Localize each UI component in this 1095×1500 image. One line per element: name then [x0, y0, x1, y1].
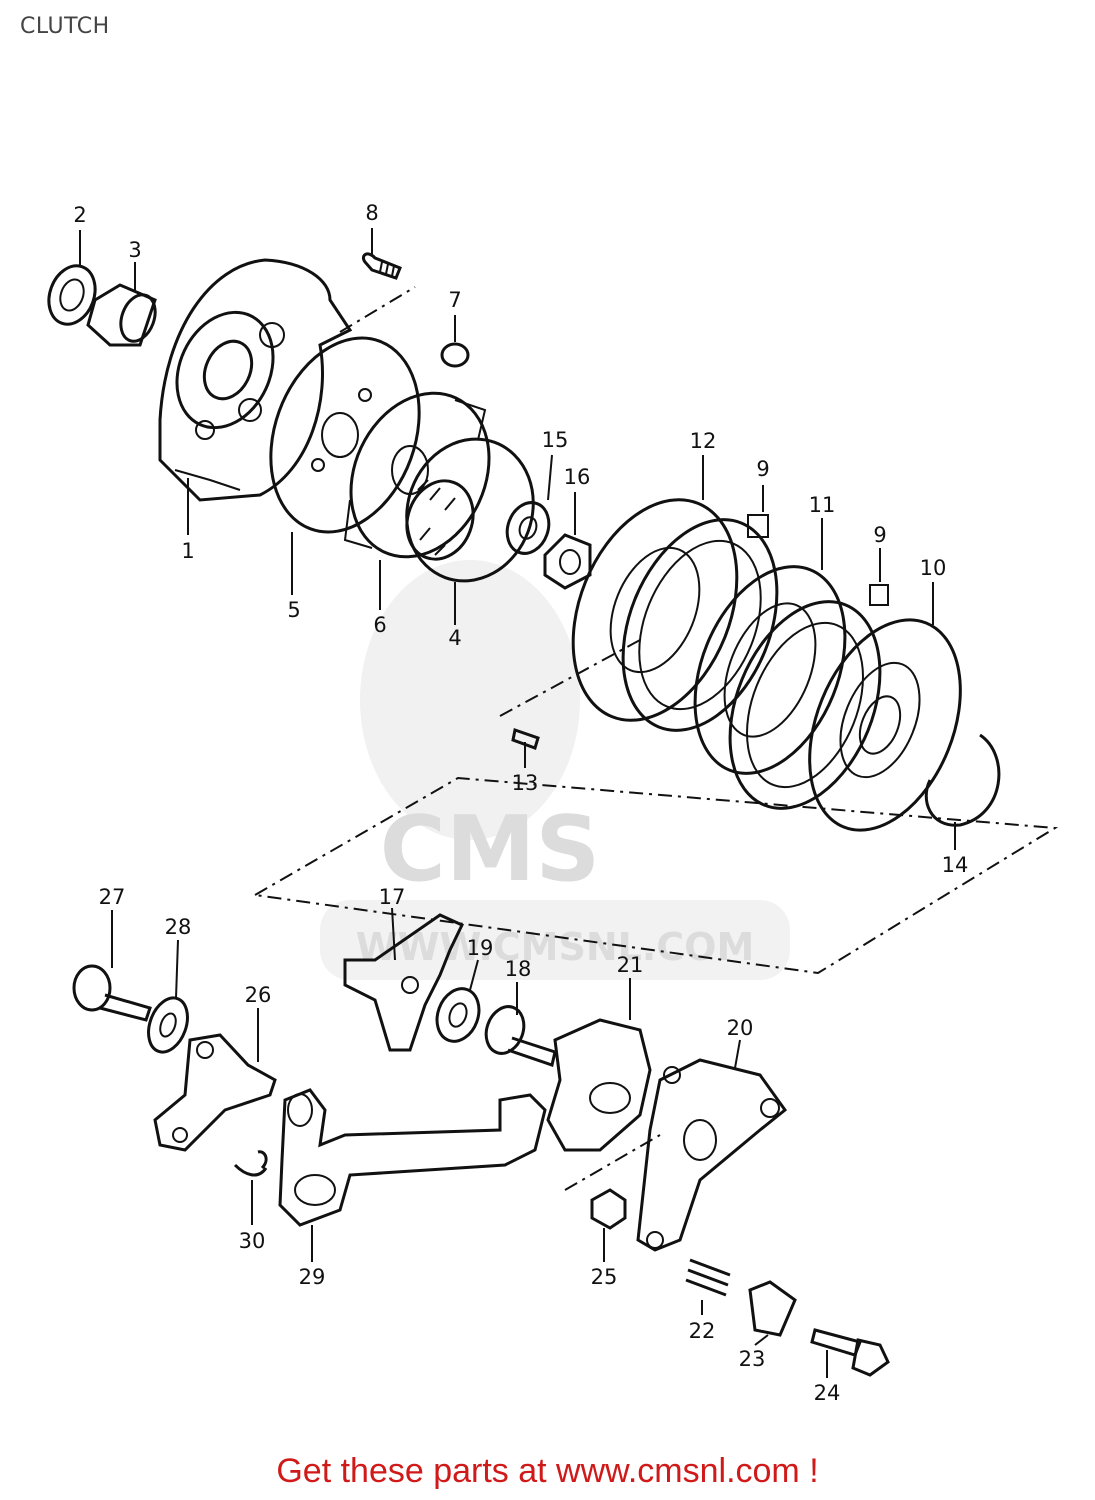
callout-9b: 9 [873, 523, 886, 547]
part-9-friction-plate-a [621, 514, 779, 732]
callout-2: 2 [73, 203, 86, 227]
part-4-sleeve-hub [405, 437, 535, 583]
part-13-spring [511, 728, 540, 750]
callout-13: 13 [512, 771, 539, 795]
callout-6: 6 [373, 613, 386, 637]
watermark-url-text: WWW.CMSNL.COM [356, 925, 755, 969]
watermark-logo-text: CMS [380, 797, 600, 902]
part-21-cam [546, 1018, 652, 1152]
callout-22: 22 [689, 1319, 716, 1343]
part-7-ball [440, 342, 470, 368]
callout-28: 28 [165, 915, 192, 939]
callout-25: 25 [591, 1265, 618, 1289]
part-10-pressure-plate [808, 618, 962, 832]
callout-18: 18 [505, 957, 532, 981]
part-30-clip [233, 1150, 268, 1177]
part-25-nut [590, 1188, 627, 1230]
callout-9a: 9 [756, 457, 769, 481]
part-27-bolt [72, 964, 152, 1022]
part-23-collar [748, 1280, 797, 1337]
callout-1: 1 [181, 539, 194, 563]
part-9-friction-plate-b [728, 584, 889, 810]
part-11-driven-plate [693, 565, 847, 775]
callout-20: 20 [727, 1016, 754, 1040]
callout-14: 14 [942, 853, 969, 877]
callout-12: 12 [690, 429, 717, 453]
callout-16: 16 [564, 465, 591, 489]
callout-24: 24 [814, 1381, 841, 1405]
part-14-circlip [924, 733, 1001, 827]
part-19-washer [435, 987, 481, 1043]
callout-8: 8 [365, 201, 378, 225]
callout-4: 4 [448, 626, 461, 650]
part-17-lever-plate [343, 913, 465, 1052]
part-15-washer [505, 501, 551, 555]
callout-19: 19 [467, 936, 494, 960]
callout-3: 3 [128, 238, 141, 262]
part-24-bolt [810, 1328, 890, 1377]
leader-lines [79, 228, 956, 1378]
callout-11: 11 [809, 493, 836, 517]
part-26-arm [153, 1033, 277, 1152]
part-20-bracket [636, 1058, 788, 1252]
callout-26: 26 [245, 983, 272, 1007]
part-5-thrust-plate [269, 336, 421, 534]
callout-17: 17 [379, 885, 406, 909]
part-22-spring [685, 1258, 731, 1297]
page-title: CLUTCH [20, 14, 110, 39]
part-8-screw [361, 252, 402, 280]
callout-29: 29 [299, 1265, 326, 1289]
assembly-guide-lines [254, 286, 1059, 1191]
part-12-drive-plate [571, 498, 739, 722]
part-1-clutch-housing [158, 258, 353, 502]
part-28-washer [147, 996, 189, 1054]
part-3-bushing [86, 283, 157, 347]
callout-5: 5 [287, 598, 300, 622]
part-18-bolt [484, 1005, 557, 1067]
callout-27: 27 [99, 885, 126, 909]
callout-21: 21 [617, 953, 644, 977]
callout-30: 30 [239, 1229, 266, 1253]
callout-10: 10 [920, 556, 947, 580]
part-16-nut [543, 533, 592, 590]
watermark: CMS WWW.CMSNL.COM [320, 560, 790, 980]
shop-link-banner[interactable]: Get these parts at www.cmsnl.com ! [276, 1452, 819, 1490]
part-29-lever [278, 1088, 547, 1227]
callout-7: 7 [448, 288, 461, 312]
callout-15: 15 [542, 428, 569, 452]
callout-23: 23 [739, 1347, 766, 1371]
part-6-tab-plate [343, 391, 491, 559]
part-2-washer [47, 264, 97, 326]
callout-labels: 1 2 3 4 5 6 7 8 9 9 10 11 12 13 14 15 16… [73, 201, 968, 1405]
